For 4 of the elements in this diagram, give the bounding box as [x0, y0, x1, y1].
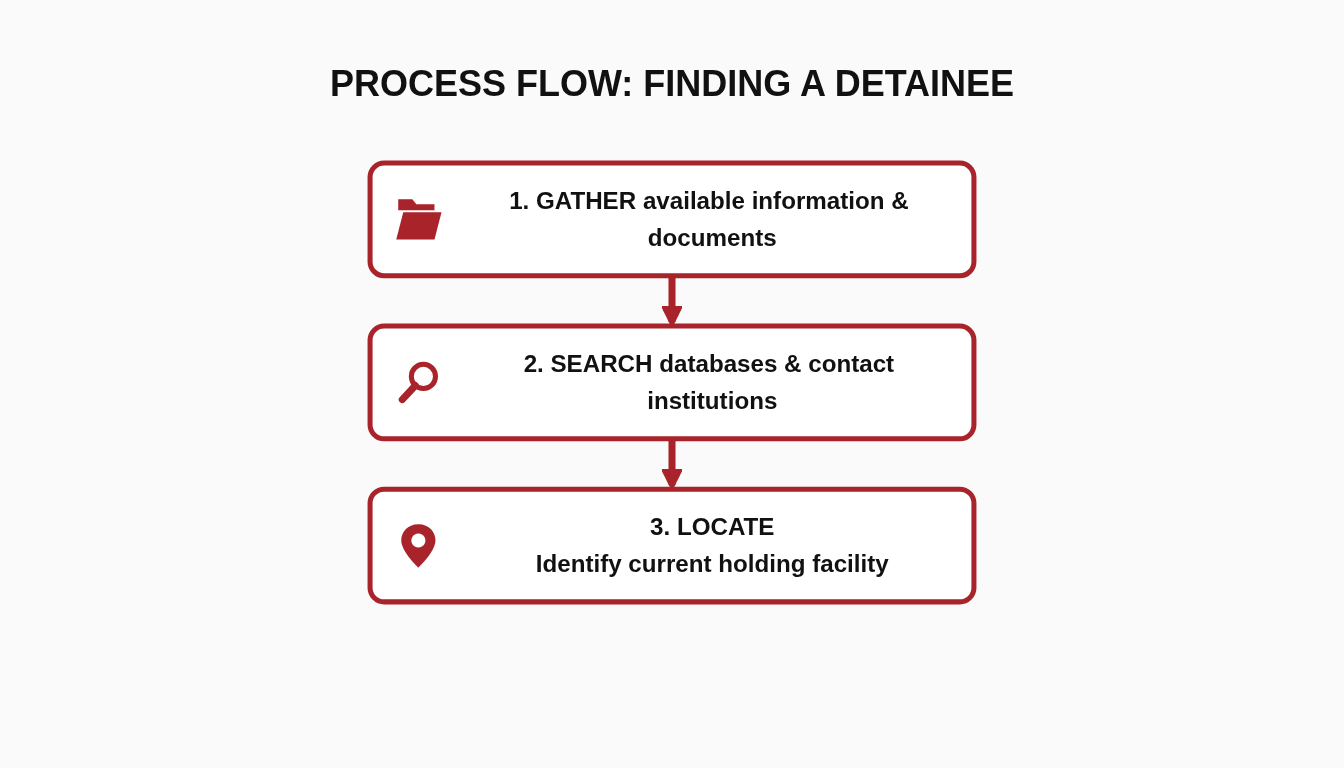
step-text: 1. GATHER available information & documents: [509, 187, 910, 251]
step-text: 3. LOCATE Identify current holding facility: [535, 513, 889, 577]
step-text: 2. SEARCH databases & contact institutions: [523, 350, 896, 414]
title: PROCESS FLOW: FINDING A DETAINEE: [330, 62, 1014, 106]
